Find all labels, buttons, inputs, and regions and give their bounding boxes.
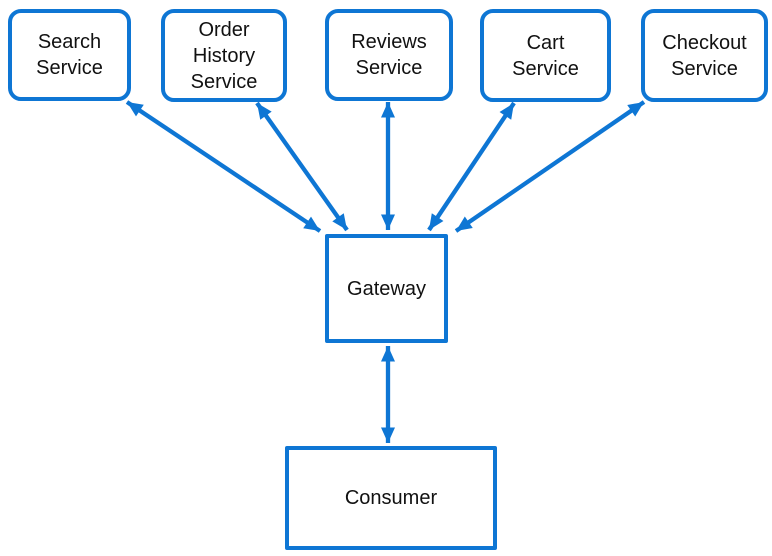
node-consumer-label: Consumer (344, 487, 438, 509)
node-checkout-service: Checkout Service (641, 9, 768, 102)
node-reviews-service-label: Reviews Service (351, 31, 427, 79)
node-reviews-service: Reviews Service (325, 9, 453, 101)
node-consumer: Consumer (285, 446, 497, 550)
node-search-service: Search Service (8, 9, 131, 101)
node-order-history-service-label: Order History Service (190, 18, 258, 93)
node-search-service-label: Search Service (36, 31, 103, 79)
node-cart-service-label: Cart Service (512, 31, 579, 80)
node-checkout-service-label: Checkout Service (662, 31, 747, 80)
node-gateway: Gateway (325, 234, 448, 343)
node-cart-service: Cart Service (480, 9, 611, 102)
edge-search-gateway (125, 100, 322, 233)
edge-cart-gateway (427, 101, 516, 232)
node-order-history-service: Order History Service (161, 9, 287, 102)
edge-order-history-gateway (255, 101, 349, 232)
node-gateway-label: Gateway (347, 277, 426, 300)
edge-checkout-gateway (454, 100, 646, 233)
